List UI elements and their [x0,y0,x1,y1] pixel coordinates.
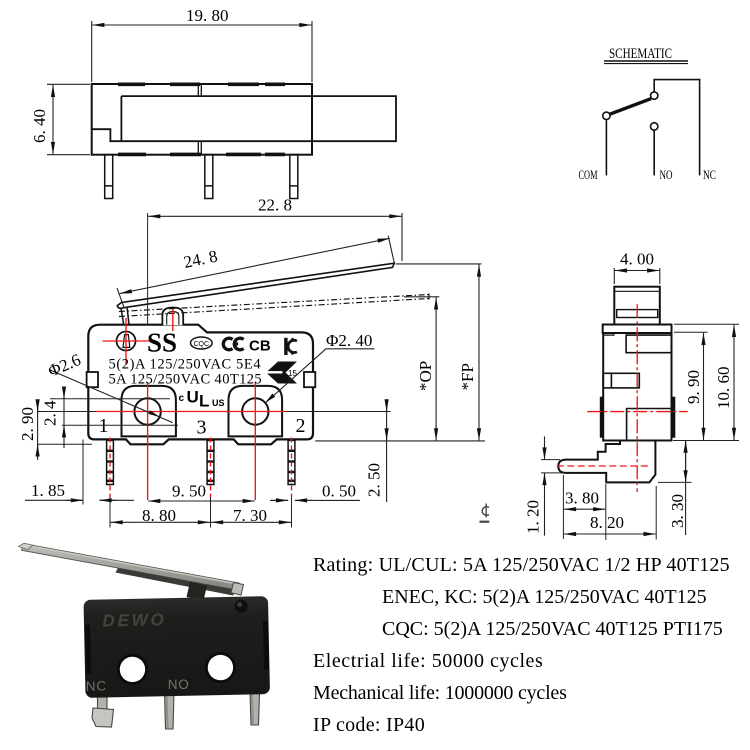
svg-text:*FP: *FP [458,363,477,390]
svg-text:Φ2. 40: Φ2. 40 [326,331,372,350]
svg-text:2: 2 [296,415,306,437]
svg-text:19. 80: 19. 80 [186,6,229,25]
svg-text:1. 20: 1. 20 [524,500,543,534]
svg-text:CQC: CQC [194,341,210,348]
svg-text:22. 8: 22. 8 [258,196,292,215]
svg-text:Electrial life: 50000 cycles: Electrial life: 50000 cycles [313,650,543,672]
svg-text:ENEC, KC: 5(2)A 125/250VAC 40T: ENEC, KC: 5(2)A 125/250VAC 40T125 [382,586,707,608]
svg-text:US: US [212,398,225,408]
svg-text:2. 90: 2. 90 [18,407,37,441]
svg-text:9. 90: 9. 90 [684,370,703,404]
svg-text:4. 00: 4. 00 [620,250,654,269]
svg-text:1: 1 [99,415,109,437]
svg-text:8. 20: 8. 20 [590,513,624,532]
svg-text:2. 50: 2. 50 [365,463,384,497]
svg-text:NO: NO [660,167,673,182]
svg-text:9. 50: 9. 50 [172,482,206,501]
svg-text:NC: NC [703,167,716,182]
svg-text:DEWO: DEWO [102,610,166,630]
svg-text:COM: COM [579,167,598,182]
svg-text:5A 125/250VAC 40T125: 5A 125/250VAC 40T125 [109,372,263,388]
svg-text:7. 30: 7. 30 [233,506,267,525]
svg-text:24. 8: 24. 8 [182,246,219,271]
svg-text:Rating: UL/CUL: 5A 125/250VAC: Rating: UL/CUL: 5A 125/250VAC 1/2 HP 40T… [313,554,730,576]
svg-text:5(2)A 125/250VAC 5E4: 5(2)A 125/250VAC 5E4 [109,357,262,373]
svg-text:3. 80: 3. 80 [565,489,599,508]
svg-text:0. 50: 0. 50 [322,482,356,501]
svg-text:SCHEMATIC: SCHEMATIC [609,46,672,62]
svg-text:6. 40: 6. 40 [30,109,49,143]
svg-text:2. 4: 2. 4 [41,400,60,426]
svg-text:L: L [199,392,209,411]
svg-text:IP code: IP40: IP code: IP40 [313,714,425,736]
svg-text:SS: SS [147,328,177,358]
svg-text:CB: CB [249,338,271,355]
svg-text:8. 80: 8. 80 [142,506,176,525]
svg-text:NO: NO [168,677,190,692]
svg-text:3: 3 [197,417,207,439]
svg-text:Mechanical life: 1000000 cycle: Mechanical life: 1000000 cycles [313,682,567,704]
svg-text:c: c [179,393,185,404]
svg-text:3. 30: 3. 30 [668,494,687,528]
svg-text:*OP: *OP [416,361,435,391]
svg-text:1. 85: 1. 85 [31,481,65,500]
svg-text:NC: NC [86,678,107,693]
svg-text:10. 60: 10. 60 [714,367,733,410]
svg-text:CQC: 5(2)A 125/250VAC 40T125 P: CQC: 5(2)A 125/250VAC 40T125 PTI175 [382,618,723,640]
svg-text:15: 15 [288,369,297,378]
svg-text:U: U [187,388,199,407]
